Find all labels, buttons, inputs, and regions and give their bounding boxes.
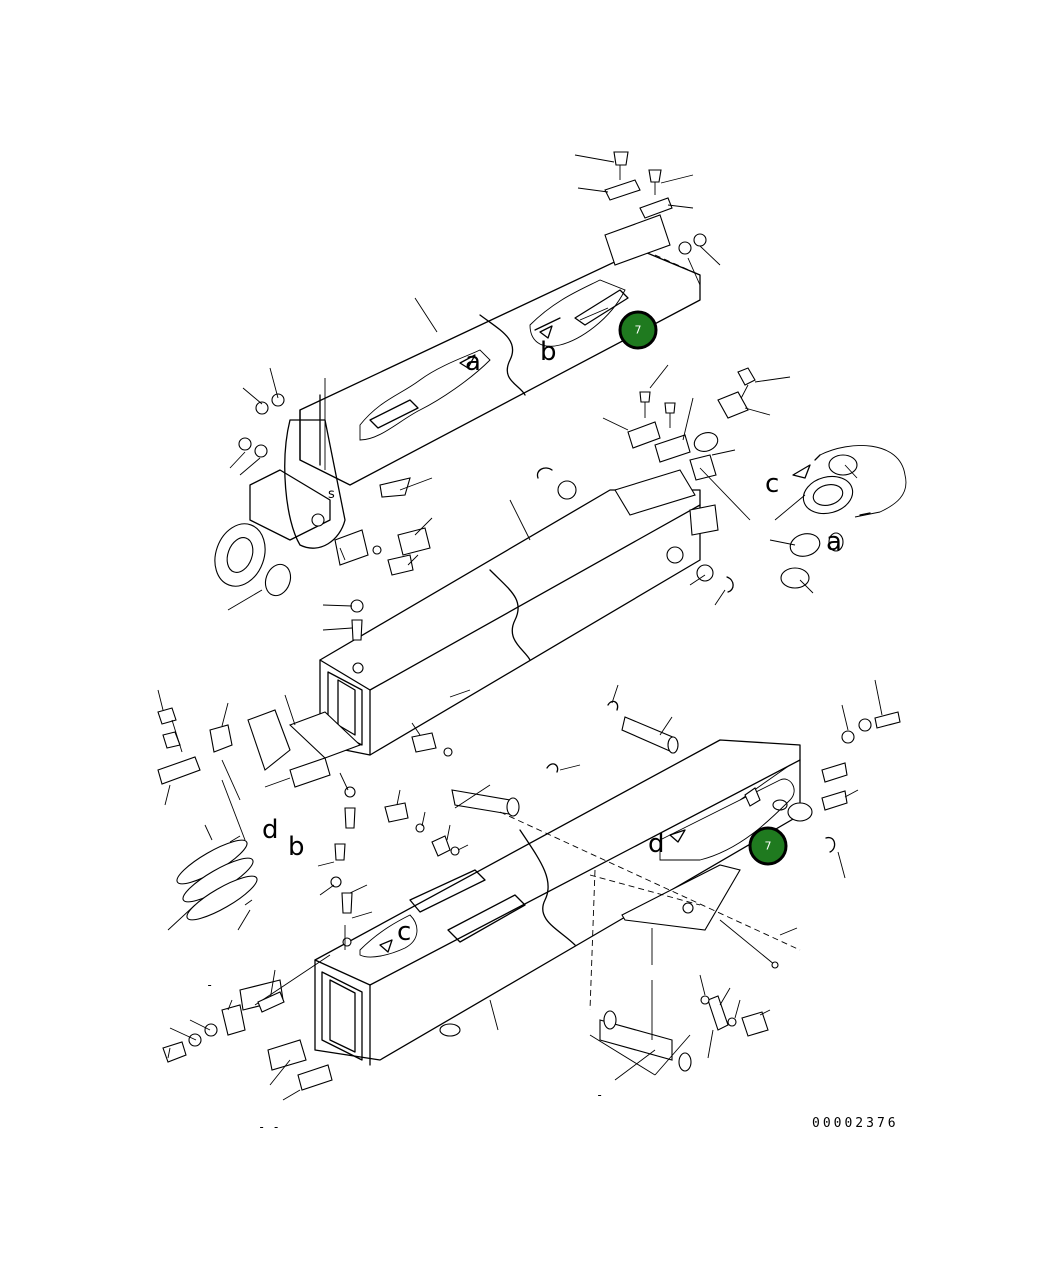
ref-letter-a-upper: a [465,347,481,377]
left-bracket-group [157,689,362,931]
ref-letter-c-lower: c [397,917,411,947]
upper-boom-section [214,151,721,611]
ref-letter-d-left: d [262,815,279,845]
dash-mark-bottom-center: - [596,1088,604,1102]
callout-7-lower-label: 7 [765,840,772,853]
ref-letter-s: s [328,487,335,502]
lower-boom-section [162,679,901,1101]
callout-7-lower[interactable]: 7 [748,826,788,866]
ref-letter-b-upper: b [540,337,557,367]
middle-boom-section [319,364,907,756]
ref-letter-b-left: b [288,832,305,862]
dash-mark-lower-left: - [206,978,214,992]
callout-7-upper-label: 7 [635,324,642,337]
dash-mark-bottom-left: - - [258,1120,280,1134]
ref-letter-a-right: a [826,527,842,557]
drawing-number: 00002376 [812,1116,899,1131]
ref-letter-d-lower: d [648,829,665,859]
callout-7-upper[interactable]: 7 [618,310,658,350]
ref-letter-c-right: c [765,469,779,499]
